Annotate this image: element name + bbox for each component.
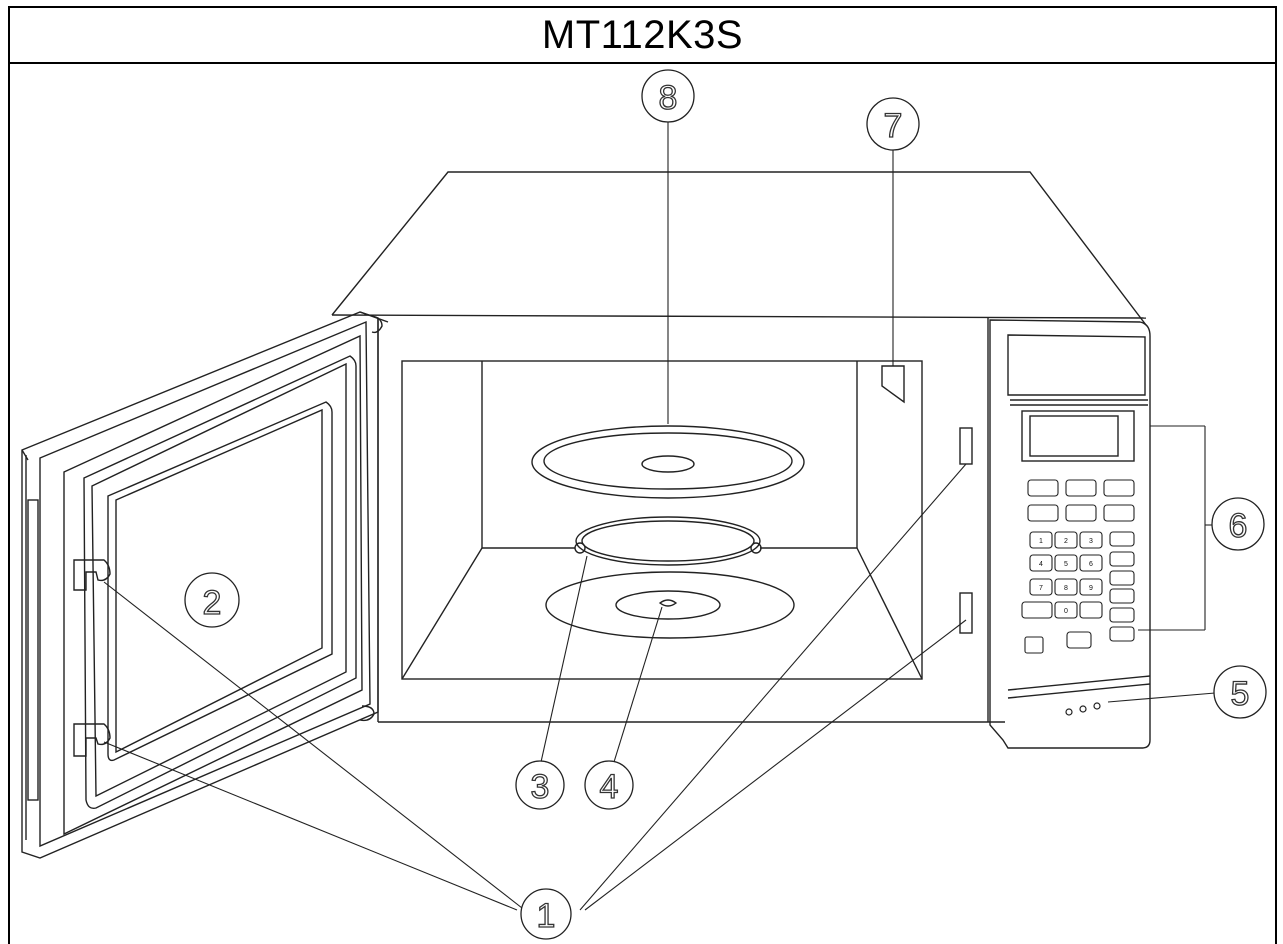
key-8: 8 <box>1064 585 1068 592</box>
diagram-frame: MT112K3S <box>8 6 1277 944</box>
key-3: 3 <box>1089 538 1093 545</box>
callout-4-label: 4 <box>600 768 619 806</box>
key-1: 1 <box>1039 538 1043 545</box>
door-release-dots <box>1065 702 1101 716</box>
cabinet-front <box>331 314 1147 723</box>
leader-lines <box>103 121 1216 911</box>
display-window <box>1021 410 1135 462</box>
key-9: 9 <box>1089 585 1093 592</box>
callout-2-label: 2 <box>203 584 222 622</box>
callout-6-label: 6 <box>1229 507 1248 545</box>
callout-1-label: 1 <box>537 897 556 935</box>
key-0: 0 <box>1064 608 1068 615</box>
interlock-slots <box>959 427 973 634</box>
key-5: 5 <box>1064 561 1068 568</box>
numeric-keypad <box>1021 531 1135 654</box>
callout-3-label: 3 <box>531 768 550 806</box>
callout-7: 7 <box>866 97 920 151</box>
control-panel <box>989 319 1151 749</box>
key-7: 7 <box>1039 585 1043 592</box>
glass-tray <box>531 425 805 499</box>
key-2: 2 <box>1064 538 1068 545</box>
model-title: MT112K3S <box>541 12 744 57</box>
callout-4: 4 <box>584 760 634 810</box>
oven-cavity <box>401 360 923 680</box>
waveguide-cover <box>881 365 905 404</box>
callout-6: 6 <box>1211 497 1265 551</box>
key-6: 6 <box>1089 561 1093 568</box>
roller-ring <box>574 516 762 566</box>
callout-7-label: 7 <box>884 107 903 145</box>
turntable-base <box>545 571 795 639</box>
key-4: 4 <box>1039 561 1043 568</box>
door <box>21 311 389 859</box>
callout-5: 5 <box>1213 665 1267 719</box>
callout-8-label: 8 <box>659 79 678 117</box>
door-hooks <box>73 559 111 757</box>
callout-5-label: 5 <box>1231 675 1250 713</box>
callout-2: 2 <box>184 572 240 628</box>
keypad-digits: 1 2 3 4 5 6 7 8 9 0 <box>1039 538 1093 615</box>
callout-1: 1 <box>520 888 572 940</box>
title-bar: MT112K3S <box>10 8 1275 64</box>
cabinet-top <box>331 171 1147 326</box>
callouts: 1 2 3 4 5 6 7 8 <box>184 69 1267 940</box>
function-keys <box>1027 479 1135 522</box>
callout-8: 8 <box>641 69 695 123</box>
callout-3: 3 <box>515 760 565 810</box>
